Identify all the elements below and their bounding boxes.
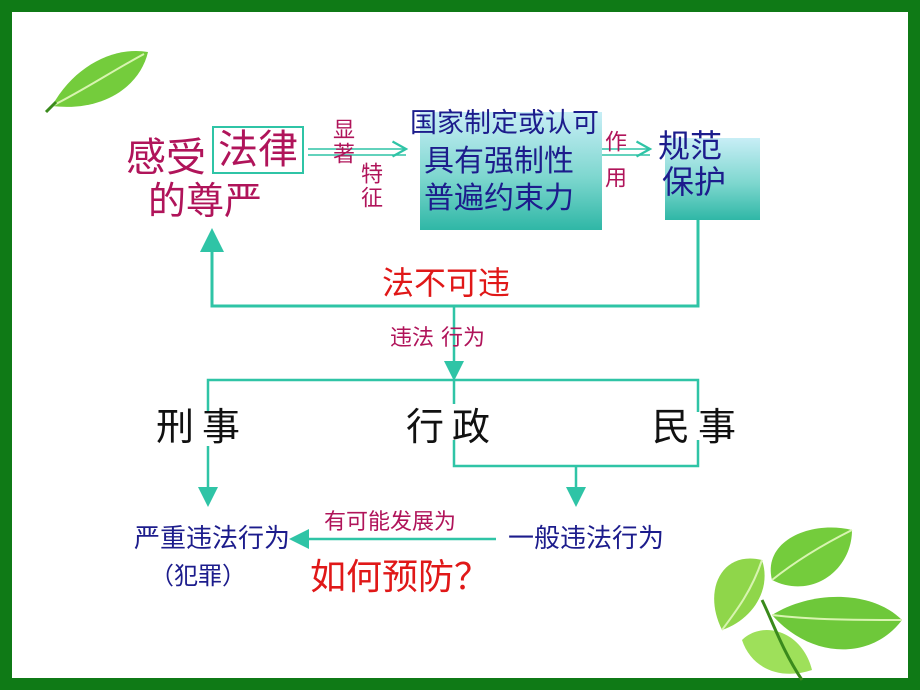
leaves-cluster-icon [714, 527, 903, 681]
law-nature-box [420, 112, 602, 230]
function-box [665, 138, 760, 220]
function-label: 作用 [601, 130, 626, 202]
leaf-icon [44, 50, 148, 114]
prevention-question: 如何预防？ [310, 557, 491, 598]
serious-violation-note: （犯罪） [150, 562, 246, 590]
develop-label: 有可能发展为 [324, 510, 457, 535]
violation-label: 违法 行为 [390, 326, 485, 351]
law-nature-line1: 国家制定或认可 [410, 108, 599, 139]
diagram-connectors [198, 140, 700, 549]
feature-label-bottom: 特征 [357, 162, 382, 210]
feature-label-top: 显著 [329, 118, 354, 166]
category-civil: 民事 [652, 405, 745, 449]
serious-violation: 严重违法行为 [134, 524, 291, 554]
function-line1: 规范 [658, 127, 723, 165]
center-title: 法不可违 [382, 264, 511, 302]
law-nature-line3: 普遍约束力 [424, 181, 574, 216]
general-violation: 一般违法行为 [508, 524, 665, 554]
law-node: 法律 [212, 126, 304, 174]
category-administrative: 行政 [406, 405, 499, 449]
concept-line2: 的尊严 [148, 179, 263, 223]
law-nature-line2: 具有强制性 [424, 144, 574, 179]
function-line2: 保护 [662, 163, 727, 201]
concept-line1-prefix: 感受 [126, 135, 206, 181]
category-criminal: 刑事 [156, 405, 249, 449]
